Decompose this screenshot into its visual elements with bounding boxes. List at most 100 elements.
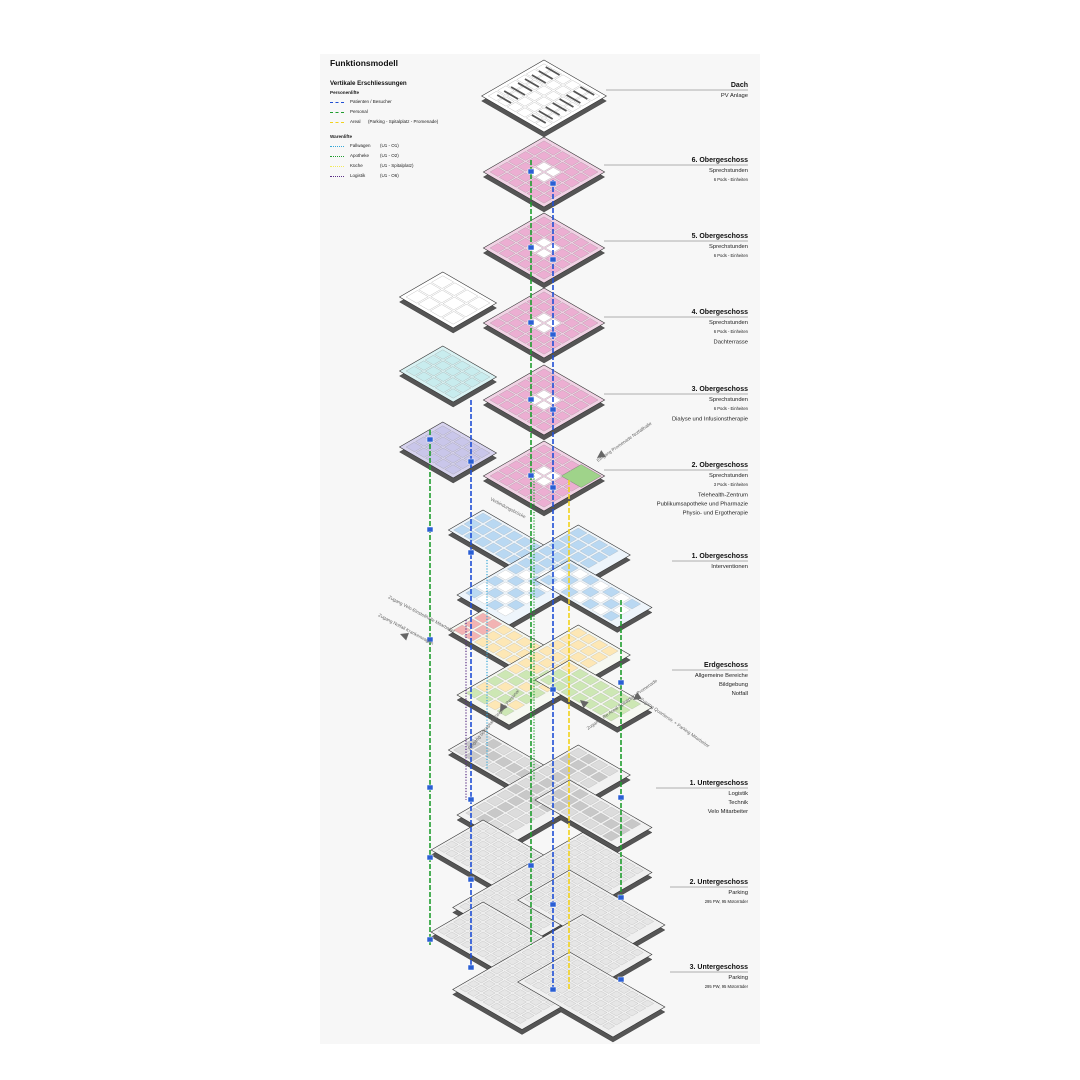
- legend-warenlifte: Fallwagen(U1 - O1)Apotheke(U1 - O2)Küche…: [330, 142, 490, 182]
- room-cell: [563, 167, 580, 177]
- room-cell: [569, 747, 588, 759]
- legend-personen-item: Patienten / Besucher: [330, 98, 490, 108]
- room-cell: [545, 935, 558, 943]
- level-name: 2. Obergeschoss: [692, 462, 749, 469]
- room-cell: [581, 686, 600, 698]
- room-cell: [578, 981, 592, 990]
- room-cell: [498, 172, 516, 183]
- room-cell: [586, 895, 600, 903]
- level-function: Notfall: [732, 691, 748, 697]
- room-cell: [569, 771, 588, 783]
- room-cell: [494, 648, 513, 660]
- room-cell: [508, 405, 525, 416]
- room-cell: [507, 795, 525, 807]
- room-cell: [569, 651, 588, 663]
- room-cell: [415, 371, 433, 382]
- room-cell: [576, 862, 589, 870]
- legend-personen-line-swatch: [330, 122, 344, 123]
- room-cell: [490, 975, 504, 984]
- room-cell: [526, 405, 543, 416]
- room-cell: [496, 789, 515, 801]
- room-cell: [523, 931, 537, 940]
- room-cell: [610, 1017, 623, 1026]
- room-cell: [590, 651, 608, 663]
- room-cell: [484, 642, 503, 654]
- room-cell: [437, 927, 451, 935]
- room-cell: [505, 762, 524, 774]
- room-cell: [484, 872, 498, 880]
- room-cell: [535, 193, 553, 204]
- room-cell: [545, 953, 558, 961]
- room-cell: [526, 373, 543, 384]
- level-function: 6 Pods - Einheiten: [714, 329, 749, 334]
- room-cell: [508, 253, 525, 264]
- room-cell: [484, 918, 498, 926]
- plate-dialyse: [398, 421, 498, 484]
- room-cell: [535, 379, 553, 389]
- arrow-icon: [580, 700, 589, 709]
- room-cell: [453, 936, 466, 944]
- room-cell: [591, 812, 610, 824]
- legend-waren-line-swatch: [330, 156, 344, 157]
- elevator-stop: [467, 458, 475, 465]
- room-cell: [591, 800, 610, 812]
- room-cell: [615, 957, 628, 966]
- room-cell: [492, 913, 505, 922]
- room-cell: [602, 995, 615, 1003]
- room-cell: [521, 1011, 535, 1020]
- elevator-stop: [426, 854, 434, 861]
- room-cell: [568, 839, 582, 848]
- room-cell: [617, 986, 631, 994]
- room-cell: [579, 657, 598, 669]
- legend-personen-item: Personal: [330, 108, 490, 118]
- room-cell: [559, 765, 577, 777]
- elevator-stop: [549, 406, 557, 413]
- room-cell: [508, 167, 525, 177]
- room-cell: [521, 948, 535, 957]
- room-cell: [535, 151, 553, 161]
- room-cell: [602, 830, 621, 842]
- room-cell: [623, 944, 636, 952]
- room-cell: [578, 990, 592, 999]
- room-cell: [554, 161, 571, 172]
- room-cell: [552, 857, 566, 866]
- room-cell: [568, 921, 582, 930]
- room-cell: [529, 871, 543, 879]
- plate-erdgeschoss: [447, 609, 653, 733]
- room-cell: [554, 487, 571, 497]
- room-cell: [484, 530, 503, 542]
- room-cell: [506, 893, 519, 902]
- room-cell: [535, 334, 553, 344]
- room-cell: [507, 922, 521, 931]
- room-cell: [584, 921, 597, 930]
- room-cell: [617, 1013, 631, 1021]
- room-cell: [444, 366, 462, 377]
- room-cell: [445, 840, 459, 849]
- room-cell: [496, 813, 515, 825]
- room-cell: [568, 848, 582, 857]
- pv-panel-row: [545, 66, 561, 76]
- legend-personen-range: (Parking - Spitalplatz - Promenade): [368, 119, 439, 124]
- room-cell: [535, 444, 553, 455]
- room-cell: [526, 264, 543, 275]
- room-cell: [554, 183, 571, 193]
- room-cell: [579, 533, 598, 545]
- pv-panel-row: [538, 70, 554, 80]
- room-cell: [505, 530, 524, 542]
- room-cell: [554, 400, 571, 411]
- room-cell: [492, 922, 505, 931]
- room-cell: [586, 1013, 600, 1021]
- level-function: Sprechstunden: [709, 397, 748, 403]
- room-cell: [610, 1008, 623, 1017]
- room-cell: [506, 957, 519, 966]
- room-cell: [508, 481, 525, 492]
- room-cell: [610, 999, 623, 1008]
- room-cell: [508, 395, 525, 405]
- room-cell: [475, 975, 488, 984]
- legend-waren-label: Logistik: [350, 173, 366, 178]
- room-cell: [576, 944, 589, 952]
- room-cell: [529, 1007, 543, 1015]
- room-cell: [526, 481, 543, 492]
- room-cell: [532, 972, 545, 981]
- room-cell: [526, 492, 543, 503]
